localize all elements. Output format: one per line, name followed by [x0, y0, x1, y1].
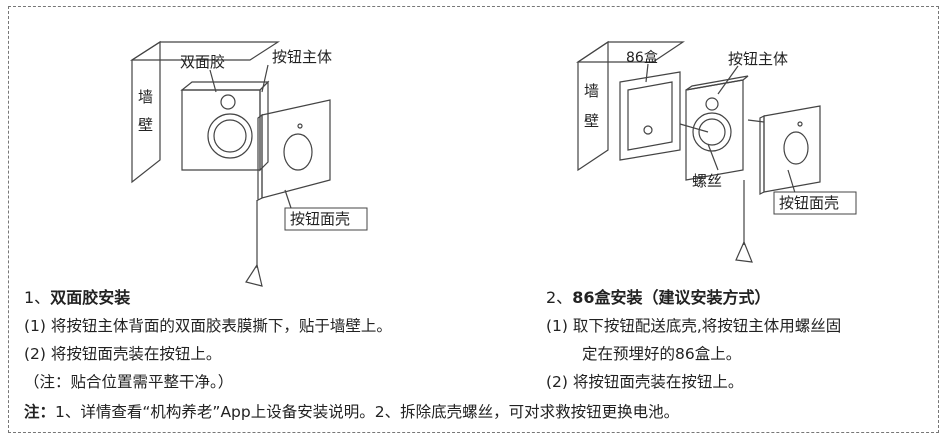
section2-step1-cont: 定在预埋好的86盒上。: [582, 345, 742, 363]
label-wall-char2: 壁: [138, 116, 153, 134]
label-wall-char1-2: 墙: [584, 82, 599, 100]
section2-number: 2、: [546, 288, 573, 307]
figure-86box-install: 86盒 按钮主体 墙 壁 螺丝 按钮面壳: [576, 40, 857, 263]
section1-step3: （注：贴合位置需平整干净。）: [24, 373, 234, 391]
section1-number: 1、: [24, 288, 51, 307]
label-86-box: 86盒: [626, 49, 658, 66]
section2-step1: (1) 取下按钮配送底壳,将按钮主体用螺丝固: [546, 317, 842, 335]
section1-step1: (1) 将按钮主体背面的双面胶表膜撕下，贴于墙壁上。: [24, 317, 392, 335]
section2-step2: (2) 将按钮面壳装在按钮上。: [546, 373, 744, 391]
label-button-body-2: 按钮主体: [728, 50, 788, 68]
figure-tape-install: 双面胶 按钮主体 墙 壁 按钮面壳: [129, 40, 368, 287]
label-button-body: 按钮主体: [272, 48, 332, 66]
section-tape-install: 1、双面胶安装 (1) 将按钮主体背面的双面胶表膜撕下，贴于墙壁上。 (2) 将…: [24, 284, 494, 396]
footer-note: 注：1、详情查看“机构养老”App上设备安装说明。2、拆除底壳螺丝，可对求救按钮…: [24, 400, 679, 422]
section-86box-install: 2、86盒安装（建议安装方式） (1) 取下按钮配送底壳,将按钮主体用螺丝固 定…: [546, 284, 936, 396]
label-wall-char1: 墙: [138, 88, 153, 106]
note-label: 注：: [24, 403, 56, 421]
section2-heading: 2、86盒安装（建议安装方式）: [546, 284, 936, 312]
label-button-cover-2: 按钮面壳: [779, 194, 839, 212]
label-screw: 螺丝: [692, 172, 722, 190]
section1-title: 双面胶安装: [50, 288, 131, 307]
label-button-cover: 按钮面壳: [290, 210, 350, 228]
section2-title: 86盒安装（建议安装方式）: [572, 288, 771, 307]
note-text: 1、详情查看“机构养老”App上设备安装说明。2、拆除底壳螺丝，可对求救按钮更换…: [55, 403, 680, 421]
dashed-frame: [8, 6, 939, 433]
label-double-tape: 双面胶: [180, 53, 225, 71]
section1-heading: 1、双面胶安装: [24, 284, 494, 312]
section1-step2: (2) 将按钮面壳装在按钮上。: [24, 345, 222, 363]
label-wall-char2-2: 壁: [584, 112, 599, 130]
